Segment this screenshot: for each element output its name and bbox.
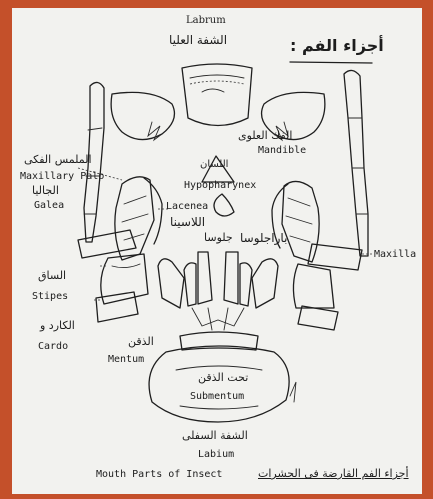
labium-center-drawing [158, 252, 278, 330]
galea-arabic-label: الجاليا [32, 185, 59, 196]
labium-label: Labium [198, 450, 234, 460]
stipes-arabic-label: الساق [38, 270, 66, 281]
diagram-sheet: Labrum الشفة العليا أجزاء الفم : الفك ال… [12, 8, 422, 494]
stipes-label: Stipes [32, 292, 68, 302]
cardo-label: Cardo [38, 342, 68, 352]
maxillary-palp-arabic-label: الملمس الفكى [24, 154, 92, 165]
caption-english: Mouth Parts of Insect [96, 470, 222, 480]
labrum-drawing [182, 64, 252, 126]
submentum-label: Submentum [190, 392, 244, 402]
mouthparts-drawing [12, 8, 422, 494]
galea-label: Galea [34, 201, 64, 211]
hypopharynx-label: Hypopharynex [184, 181, 256, 191]
mentum-label: Mentum [108, 355, 144, 365]
glossa-arabic-label: جلوسا [204, 232, 233, 243]
hypopharynx-arabic-label: اللسان [200, 160, 228, 170]
maxillary-palp-label: Maxillary Palp [20, 172, 104, 182]
caption-arabic: أجزاء الفم القارضة فى الحشرات [258, 468, 409, 479]
cardo-arabic-label: الكارد و [40, 320, 75, 331]
lacenea-label: Lacenea [166, 202, 208, 212]
paraglossa-arabic-label: باراجلوسا [240, 232, 287, 244]
submentum-arabic-label: تحت الذقن [198, 372, 248, 383]
title-underline [290, 62, 372, 63]
right-maxilla-drawing [272, 70, 368, 330]
signature-mark [290, 382, 296, 402]
diagram-title: أجزاء الفم : [290, 38, 384, 54]
left-maxilla-drawing [78, 82, 162, 322]
labium-arabic-label: الشفة السفلى [182, 430, 248, 441]
labrum-arabic-label: الشفة العليا [169, 34, 227, 46]
maxilla-label: Maxilla [374, 250, 416, 260]
left-mandible-drawing [111, 92, 174, 140]
labrum-label: Labrum [186, 16, 226, 26]
mandible-arabic-label: الفك العلوى [238, 130, 292, 141]
mentum-arabic-label: الذقن [128, 336, 154, 347]
mandible-label: Mandible [258, 146, 306, 156]
lacinia-arabic-label: اللاسينا [170, 216, 205, 228]
